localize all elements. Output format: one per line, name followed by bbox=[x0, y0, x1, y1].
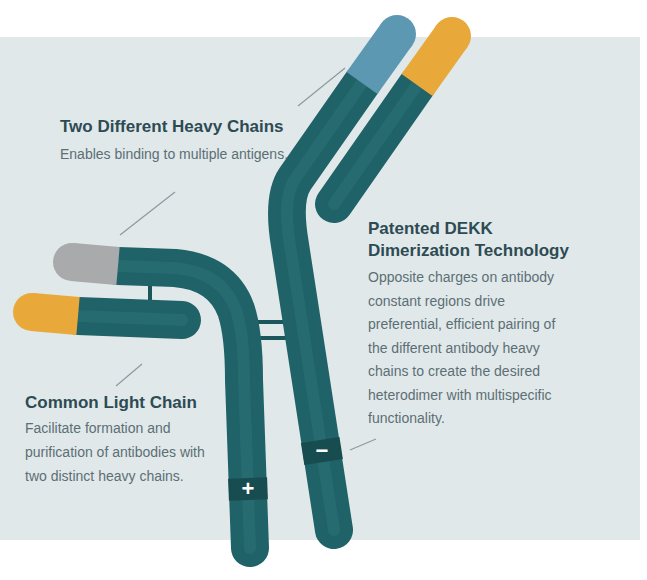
left-light-chain bbox=[78, 316, 182, 320]
positive-band bbox=[228, 478, 268, 500]
leader-line bbox=[120, 192, 175, 235]
callout-heading: Common Light Chain bbox=[25, 392, 255, 414]
leader-line bbox=[350, 439, 376, 450]
callout-text: Enables binding to multiple antigens. bbox=[60, 142, 340, 166]
blue-cap-end bbox=[378, 15, 416, 53]
background-panel bbox=[0, 37, 640, 540]
grey-cap-end bbox=[53, 243, 91, 281]
charge-sign: − bbox=[316, 440, 329, 462]
right-light-chain bbox=[334, 85, 417, 204]
tube-highlight bbox=[78, 316, 182, 320]
callout-heading: Patented DEKK Dimerization Technology bbox=[368, 218, 583, 262]
callout-text: Facilitate formation and purification of… bbox=[25, 416, 217, 488]
callout-heading: Two Different Heavy Chains bbox=[60, 116, 340, 138]
tube-highlight bbox=[334, 85, 417, 204]
leader-line bbox=[116, 364, 142, 386]
yellow-cap-end bbox=[13, 293, 51, 331]
charge-bands bbox=[248, 440, 324, 500]
charge-sign: + bbox=[242, 478, 255, 500]
callout-text: Opposite charges on antibody constant re… bbox=[368, 266, 568, 431]
yellow-cap-end bbox=[433, 17, 471, 55]
